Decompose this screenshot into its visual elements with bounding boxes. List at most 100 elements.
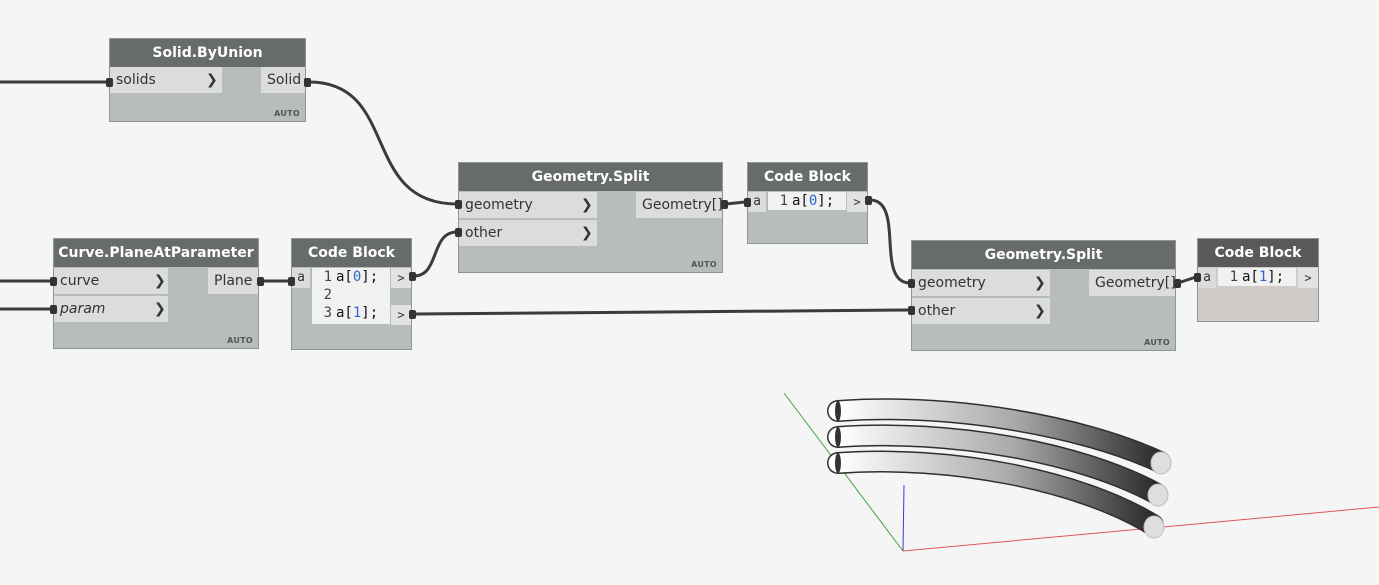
z-axis (902, 484, 905, 552)
line-number: 3 (323, 305, 332, 321)
wire-codeblock2-to-geometry (869, 198, 911, 285)
output-port-line-1[interactable]: > (847, 192, 867, 212)
node-curve-plane-at-parameter[interactable]: Curve.PlaneAtParameter curve ❯ param ❯ P… (53, 238, 259, 349)
wire-codeblock-to-other (413, 230, 458, 278)
node-solid-by-union[interactable]: Solid.ByUnion solids ❯ Solid AUTO (109, 38, 306, 122)
output-port-line-1[interactable]: > (1298, 268, 1318, 288)
input-port-a[interactable]: a (292, 268, 310, 288)
code-text: ]; (817, 193, 835, 209)
output-port-geometry-list[interactable]: Geometry[] (1089, 270, 1176, 296)
code-text: ]; (361, 305, 379, 321)
code-text: a[ (336, 305, 353, 321)
node-title[interactable]: Code Block (292, 239, 411, 267)
code-text: a[ (792, 193, 809, 209)
output-port-plane[interactable]: Plane (208, 268, 258, 294)
node-geometry-split-2[interactable]: Geometry.Split geometry ❯ other ❯ Geomet… (911, 240, 1176, 351)
input-port-a[interactable]: a (1198, 268, 1216, 288)
port-connector-dot (908, 279, 915, 288)
input-port-curve[interactable]: curve ❯ (54, 268, 168, 294)
input-port-geometry[interactable]: geometry ❯ (459, 192, 597, 218)
code-number: 1 (352, 305, 362, 321)
port-connector-dot (1174, 279, 1181, 288)
chevron-right-icon: ❯ (1034, 303, 1046, 319)
code-number: 0 (352, 269, 362, 285)
code-text: a[ (1242, 269, 1259, 285)
code-text: ]; (1267, 269, 1285, 285)
port-connector-dot (106, 78, 113, 87)
line-number: 2 (323, 287, 332, 303)
port-connector-dot (455, 200, 462, 209)
port-label: param (60, 301, 106, 317)
port-connector-dot (908, 306, 915, 315)
port-connector-dot (304, 78, 311, 87)
port-label: geometry (465, 197, 533, 213)
wire-split-to-codeblock (725, 200, 746, 206)
chevron-right-icon: ❯ (581, 197, 593, 213)
line-number: 1 (323, 269, 332, 285)
port-label: Geometry[] (1095, 275, 1176, 291)
output-port-line-3[interactable]: > (391, 305, 411, 325)
code-number: 1 (1258, 269, 1268, 285)
code-number: 0 (808, 193, 818, 209)
input-port-param[interactable]: param ❯ (54, 296, 168, 322)
chevron-right-icon: ❯ (154, 273, 166, 289)
node-geometry-split-1[interactable]: Geometry.Split geometry ❯ other ❯ Geomet… (458, 162, 723, 273)
input-port-other[interactable]: other ❯ (459, 220, 597, 246)
node-title[interactable]: Curve.PlaneAtParameter (54, 239, 258, 267)
node-title[interactable]: Solid.ByUnion (110, 39, 305, 67)
output-port-solid[interactable]: Solid (261, 67, 305, 93)
chevron-right-icon: ❯ (1034, 275, 1046, 291)
port-connector-dot (1194, 273, 1201, 282)
port-connector-dot (288, 277, 295, 286)
port-connector-dot (409, 310, 416, 319)
port-label: other (465, 225, 503, 241)
port-label: Solid (267, 72, 302, 88)
port-label: Plane (214, 273, 253, 289)
chevron-right-icon: ❯ (206, 72, 218, 88)
port-connector-dot (865, 196, 872, 205)
node-title[interactable]: Code Block (1198, 239, 1318, 267)
port-connector-dot (257, 277, 264, 286)
line-number: 1 (1229, 269, 1238, 285)
curved-tubes (827, 398, 1172, 539)
input-port-geometry[interactable]: geometry ❯ (912, 270, 1050, 296)
lacing-indicator[interactable]: AUTO (1144, 338, 1170, 347)
port-connector-dot (409, 272, 416, 281)
port-connector-dot (744, 198, 751, 207)
input-port-other[interactable]: other ❯ (912, 298, 1050, 324)
node-title[interactable]: Code Block (748, 163, 867, 191)
wire-split2-to-codeblock3 (1177, 275, 1197, 285)
input-port-solids[interactable]: solids ❯ (110, 67, 222, 93)
port-connector-dot (50, 305, 57, 314)
lacing-indicator[interactable]: AUTO (274, 109, 300, 118)
port-connector-dot (721, 200, 728, 209)
lacing-indicator[interactable]: AUTO (227, 336, 253, 345)
wire-solid-to-geometry (308, 80, 458, 206)
output-port-line-1[interactable]: > (391, 268, 411, 288)
port-label: curve (60, 273, 100, 289)
output-port-geometry-list[interactable]: Geometry[] (636, 192, 723, 218)
lacing-indicator[interactable]: AUTO (691, 260, 717, 269)
input-port-a[interactable]: a (748, 192, 766, 212)
node-title[interactable]: Geometry.Split (912, 241, 1175, 269)
code-text: ]; (361, 269, 379, 285)
port-label: geometry (918, 275, 986, 291)
port-connector-dot (50, 277, 57, 286)
node-title[interactable]: Geometry.Split (459, 163, 722, 191)
port-label: other (918, 303, 956, 319)
code-line: 2 (312, 286, 336, 304)
chevron-right-icon: ❯ (581, 225, 593, 241)
